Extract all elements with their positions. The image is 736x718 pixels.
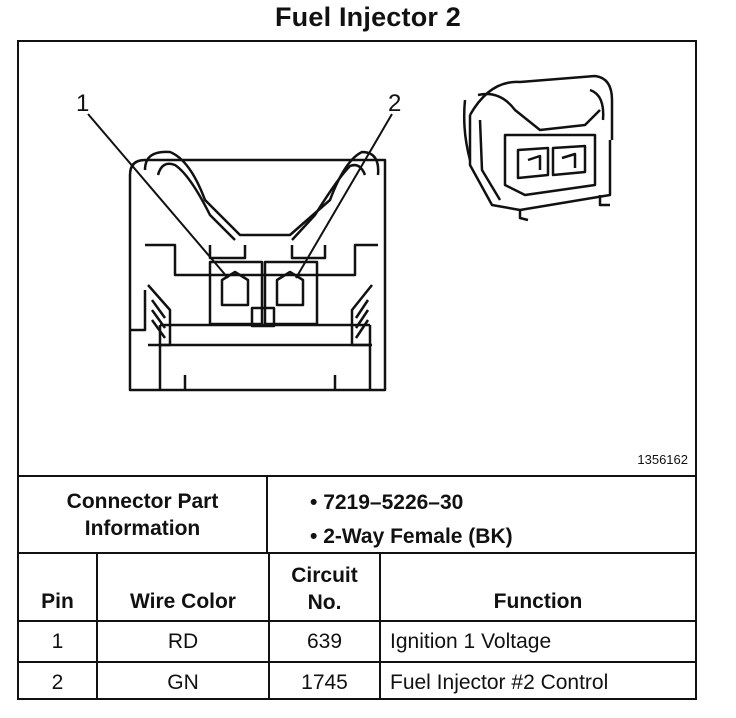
header-wire-color: Wire Color xyxy=(130,590,236,613)
header-pin: Pin xyxy=(41,590,74,613)
table-top-border xyxy=(17,475,697,477)
part-number-item: • 7219–5226–30 xyxy=(310,491,464,514)
table-divider-info xyxy=(17,552,697,554)
page-title: Fuel Injector 2 xyxy=(274,2,462,32)
header-circuit-line1: Circuit xyxy=(291,564,358,587)
header-function: Function xyxy=(493,590,583,613)
perspective-top xyxy=(468,74,614,140)
header-circuit-line2: No. xyxy=(307,591,342,614)
callout-2: 2 xyxy=(388,90,402,117)
diagram-frame xyxy=(17,40,697,700)
col-divider-circuit xyxy=(379,553,381,700)
part-number: 7219–5226–30 xyxy=(323,491,464,514)
connector-body-outline xyxy=(128,158,387,392)
col-divider-pin xyxy=(96,553,98,700)
connector-drawing xyxy=(87,74,614,392)
table-divider-row xyxy=(17,661,697,663)
connector-type: 2-Way Female (BK) xyxy=(323,525,513,548)
figure-id: 1356162 xyxy=(637,452,688,467)
col-divider-wire xyxy=(268,553,270,700)
row1-pin: 1 xyxy=(51,630,64,653)
table-divider-header xyxy=(17,620,697,622)
connector-type-item: • 2-Way Female (BK) xyxy=(310,525,513,548)
row1-wire-color: RD xyxy=(167,630,199,653)
connector-info-label-line2: Information xyxy=(84,517,201,540)
row1-function: Ignition 1 Voltage xyxy=(390,630,552,653)
callout-1: 1 xyxy=(76,90,90,117)
connector-info-label-line1: Connector Part xyxy=(66,490,219,513)
row2-wire-color: GN xyxy=(167,671,199,694)
row2-function: Fuel Injector #2 Control xyxy=(390,671,609,694)
info-column-divider xyxy=(266,476,268,553)
header-circuit: Circuit No. xyxy=(270,562,379,616)
connector-info-bullets: • 7219–5226–30 • 2-Way Female (BK) xyxy=(310,486,513,554)
row1-circuit: 639 xyxy=(306,630,343,653)
connector-info-label: Connector Part Information xyxy=(19,488,266,542)
row2-pin: 2 xyxy=(51,671,64,694)
row2-circuit: 1745 xyxy=(301,671,348,694)
